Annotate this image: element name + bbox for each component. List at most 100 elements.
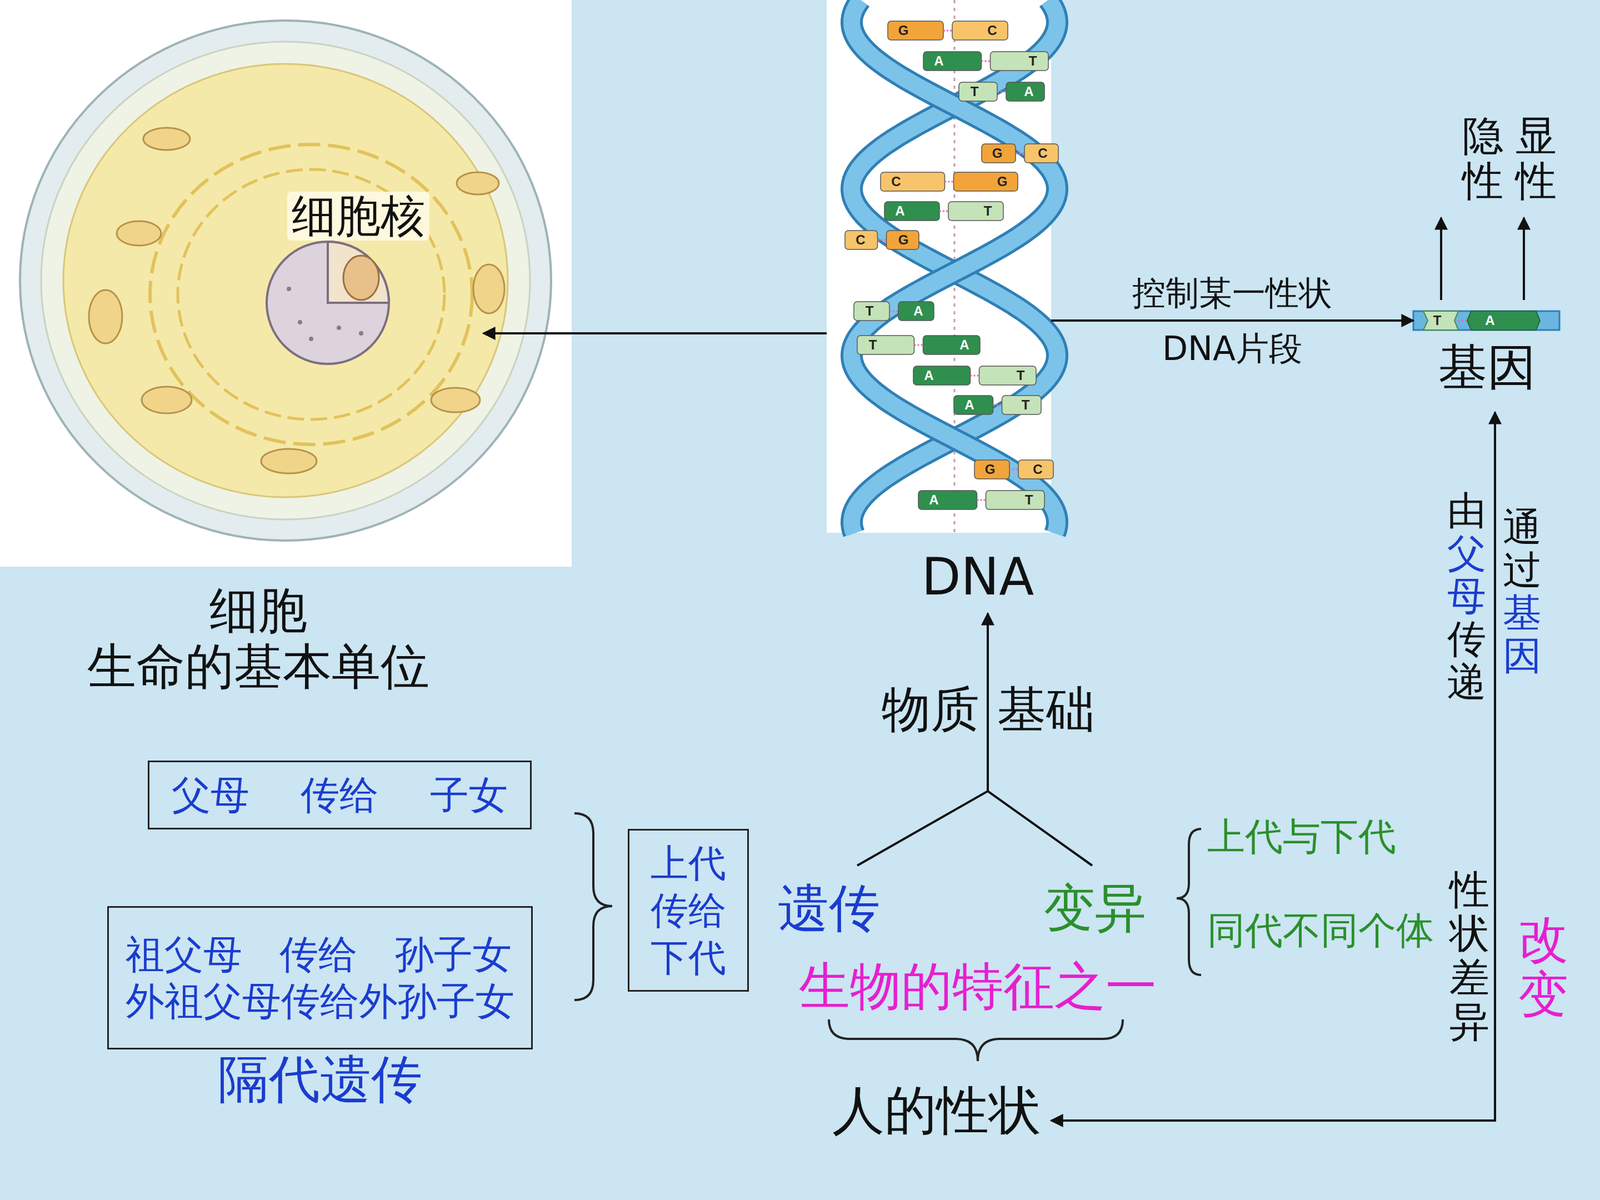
base-block bbox=[953, 172, 1019, 192]
nucleus-cutaway bbox=[327, 241, 389, 303]
organelle bbox=[116, 221, 162, 246]
base-letter: T bbox=[983, 203, 993, 219]
picture-caption: 基因 bbox=[1413, 340, 1562, 395]
base-letter: G bbox=[898, 23, 909, 38]
base-pair bbox=[845, 230, 919, 250]
base-pair bbox=[918, 490, 1045, 510]
connector-arrow bbox=[483, 332, 827, 335]
nucleolus bbox=[343, 255, 379, 300]
picture-ground bbox=[0, 0, 572, 567]
branch-label: 物质 bbox=[881, 682, 980, 737]
base-pair bbox=[884, 201, 1004, 221]
base-block bbox=[923, 51, 982, 71]
box-text: 上代 传给 下代 bbox=[650, 839, 727, 982]
hydrogen-bond bbox=[970, 375, 980, 377]
organelle bbox=[431, 387, 480, 413]
chromatin-dot bbox=[336, 325, 342, 330]
base-block bbox=[952, 21, 1008, 40]
base-letter: T bbox=[868, 337, 878, 353]
note-text: 上代与下代 bbox=[1207, 816, 1397, 858]
chromatin-dot bbox=[297, 320, 303, 325]
cytoplasm bbox=[63, 63, 508, 498]
base-letter: A bbox=[923, 368, 934, 383]
hydrogen-bond bbox=[945, 181, 954, 183]
part-name: 细胞核 bbox=[287, 191, 430, 241]
base-pair bbox=[981, 143, 1059, 163]
base-letter: C bbox=[891, 174, 901, 189]
base-pair bbox=[953, 395, 1042, 415]
relation-box: 上代 传给 下代 bbox=[627, 828, 749, 992]
relation-box: 父母 传给 子女 bbox=[147, 760, 532, 830]
base-block bbox=[918, 490, 978, 510]
chromatin-dot bbox=[308, 336, 314, 342]
endoplasmic-reticulum bbox=[177, 169, 445, 420]
base-letter: T bbox=[1025, 492, 1034, 508]
line-note: 通过基因 bbox=[1502, 506, 1542, 678]
base-block bbox=[880, 172, 945, 192]
organelle bbox=[88, 290, 123, 344]
hydrogen-bond bbox=[993, 404, 1003, 407]
base-letter: G bbox=[985, 462, 996, 477]
branch-label: 基础 bbox=[997, 682, 1095, 737]
base-block bbox=[857, 335, 915, 355]
fork-line bbox=[857, 791, 1093, 866]
base-block bbox=[948, 201, 1004, 221]
brace bbox=[828, 1019, 1123, 1062]
base-letter: A bbox=[964, 397, 974, 413]
hydrogen-bond bbox=[977, 499, 987, 502]
box-text: 父母 传给 子女 bbox=[171, 771, 508, 819]
cell-wall bbox=[20, 20, 552, 541]
box-text: 外祖父母传给外孙子女 bbox=[125, 977, 515, 1025]
hydrogen-bond bbox=[1015, 152, 1025, 155]
hydrogen-bond bbox=[877, 239, 887, 242]
base-letter: A bbox=[959, 337, 969, 353]
helix-strand bbox=[851, 0, 1058, 534]
trait-kind: 隐性 bbox=[1462, 113, 1504, 204]
helix-strand bbox=[851, 0, 1058, 534]
base-block bbox=[923, 335, 981, 355]
base-block bbox=[990, 51, 1049, 71]
base-block bbox=[953, 395, 994, 415]
gene-backbone bbox=[1413, 311, 1560, 330]
base-letter: G bbox=[997, 174, 1008, 189]
cell-membrane bbox=[41, 41, 530, 520]
hydrogen-bond bbox=[943, 30, 953, 32]
organelle bbox=[473, 264, 505, 314]
organelle bbox=[141, 386, 192, 414]
base-letter: C bbox=[987, 23, 997, 38]
base-letter: A bbox=[1023, 84, 1034, 99]
organelle bbox=[456, 172, 499, 195]
base-letter: C bbox=[1032, 462, 1043, 477]
base-block bbox=[1018, 460, 1054, 479]
concept-label: 生物的特征之一 bbox=[798, 958, 1157, 1015]
base-block bbox=[979, 366, 1037, 385]
base-letter: T bbox=[1028, 53, 1038, 69]
hydrogen-bond bbox=[1458, 320, 1468, 322]
base-letter: G bbox=[992, 146, 1003, 161]
concept-label: 人的性状 bbox=[832, 1081, 1042, 1139]
helix-strand bbox=[851, 0, 1058, 534]
double-helix bbox=[845, 0, 1059, 534]
base-letter: G bbox=[898, 232, 909, 248]
line-note: 由父母传递 bbox=[1447, 489, 1487, 704]
organelle bbox=[261, 448, 317, 474]
box-text: 祖父母 传给 孙子女 bbox=[125, 931, 515, 978]
base-block bbox=[958, 82, 998, 102]
dna-picture: DNA bbox=[826, 0, 1052, 533]
picture-caption: 细胞 bbox=[0, 582, 517, 639]
helix-strand bbox=[851, 0, 1058, 534]
base-block bbox=[1006, 82, 1045, 102]
base-pair bbox=[923, 51, 1049, 71]
arrow-line bbox=[1522, 217, 1525, 300]
base-block bbox=[898, 301, 934, 321]
brace bbox=[1176, 828, 1202, 975]
cell-picture: 细胞生命的基本单位细胞核 bbox=[0, 0, 572, 567]
box-heading: 隔代遗传 bbox=[108, 1051, 532, 1108]
base-block bbox=[986, 490, 1045, 510]
base-pair bbox=[853, 301, 934, 321]
base-letter: T bbox=[970, 84, 979, 99]
concept-label: 变异 bbox=[1043, 880, 1147, 937]
base-letter: A bbox=[895, 203, 905, 219]
base-letter: C bbox=[1037, 146, 1048, 161]
